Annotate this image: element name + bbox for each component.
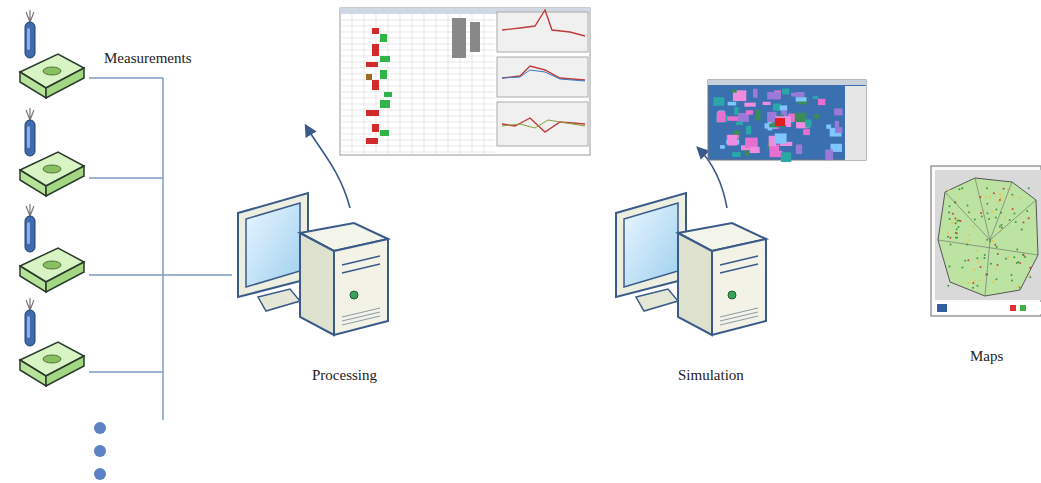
stage-label: Simulation <box>678 366 744 384</box>
stage-label: Processing <box>312 366 377 384</box>
stage-label: Measurements <box>104 49 191 67</box>
stage-label: Maps <box>970 347 1003 365</box>
